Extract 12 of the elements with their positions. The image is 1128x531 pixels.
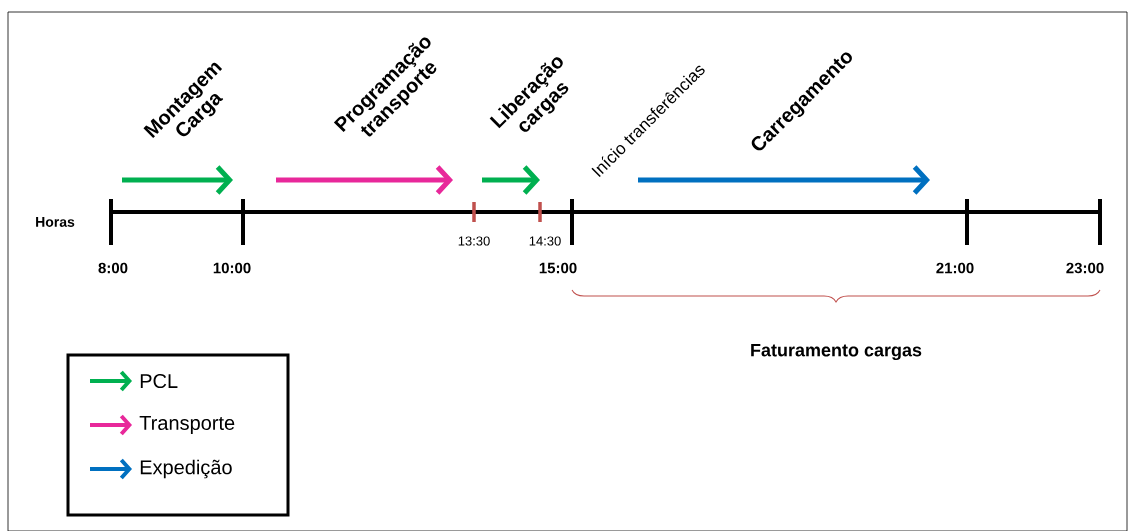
tick-label: 8:00 — [98, 262, 128, 274]
tick-label: 13:30 — [458, 236, 490, 246]
tick-label: 14:30 — [529, 236, 561, 246]
brace-label: Faturamento cargas — [751, 343, 922, 361]
legend-label: Transporte — [139, 416, 235, 434]
tick-label: 21:00 — [936, 262, 974, 274]
legend-label: Expedição — [140, 459, 232, 479]
tick-label: 10:00 — [213, 262, 251, 274]
axis-title: Horas — [36, 217, 75, 227]
tick-label: 23:00 — [1066, 262, 1104, 274]
legend-label: PCL — [140, 373, 178, 389]
tick-label: 15:00 — [539, 262, 577, 274]
